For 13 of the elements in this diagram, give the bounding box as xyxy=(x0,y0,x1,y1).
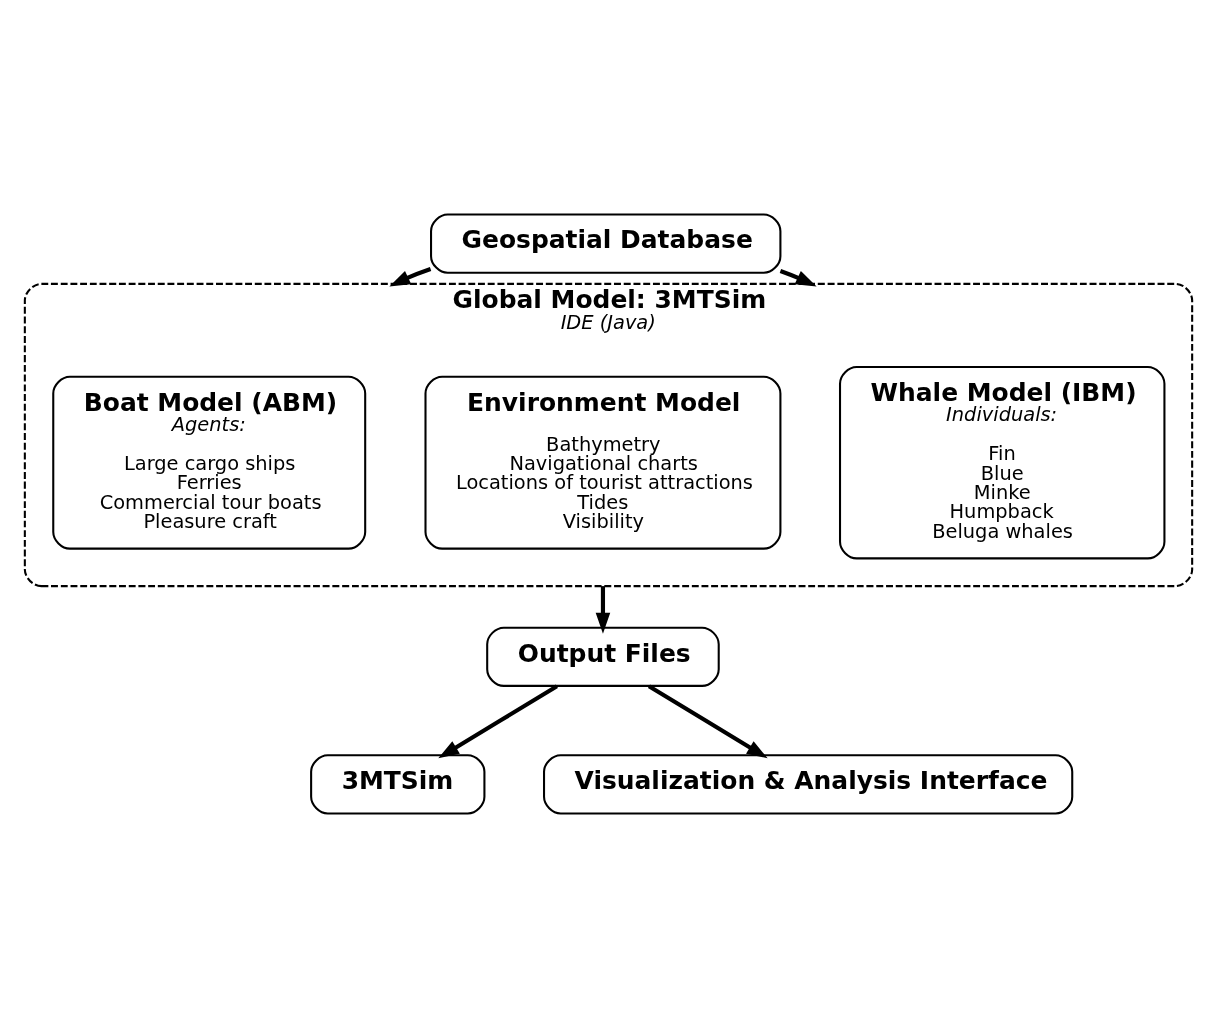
arrow xyxy=(389,267,432,287)
node-box: Visualization & Analysis Interface xyxy=(543,754,1074,815)
node-box: Geospatial Database xyxy=(430,213,782,274)
node-box: Boat Model (ABM) Agents: Large cargo ships Ferries Commercial tour boats Pleasure craft xyxy=(52,375,367,550)
arrow xyxy=(438,684,558,759)
node-box: 3MTSim xyxy=(310,754,486,815)
arrow xyxy=(595,586,611,634)
node-box: Output Files xyxy=(486,626,720,687)
arrow xyxy=(647,684,768,759)
arrow xyxy=(779,268,817,287)
node-box: Environment Model Bathymetry Navigational charts Locations of tourist attractions Tides Visibility xyxy=(424,375,782,550)
node-box: Whale Model (IBM) Individuals: Fin Blue Minke Humpback Beluga whales xyxy=(839,366,1166,560)
node-label: IDE (Java) xyxy=(560,310,656,334)
